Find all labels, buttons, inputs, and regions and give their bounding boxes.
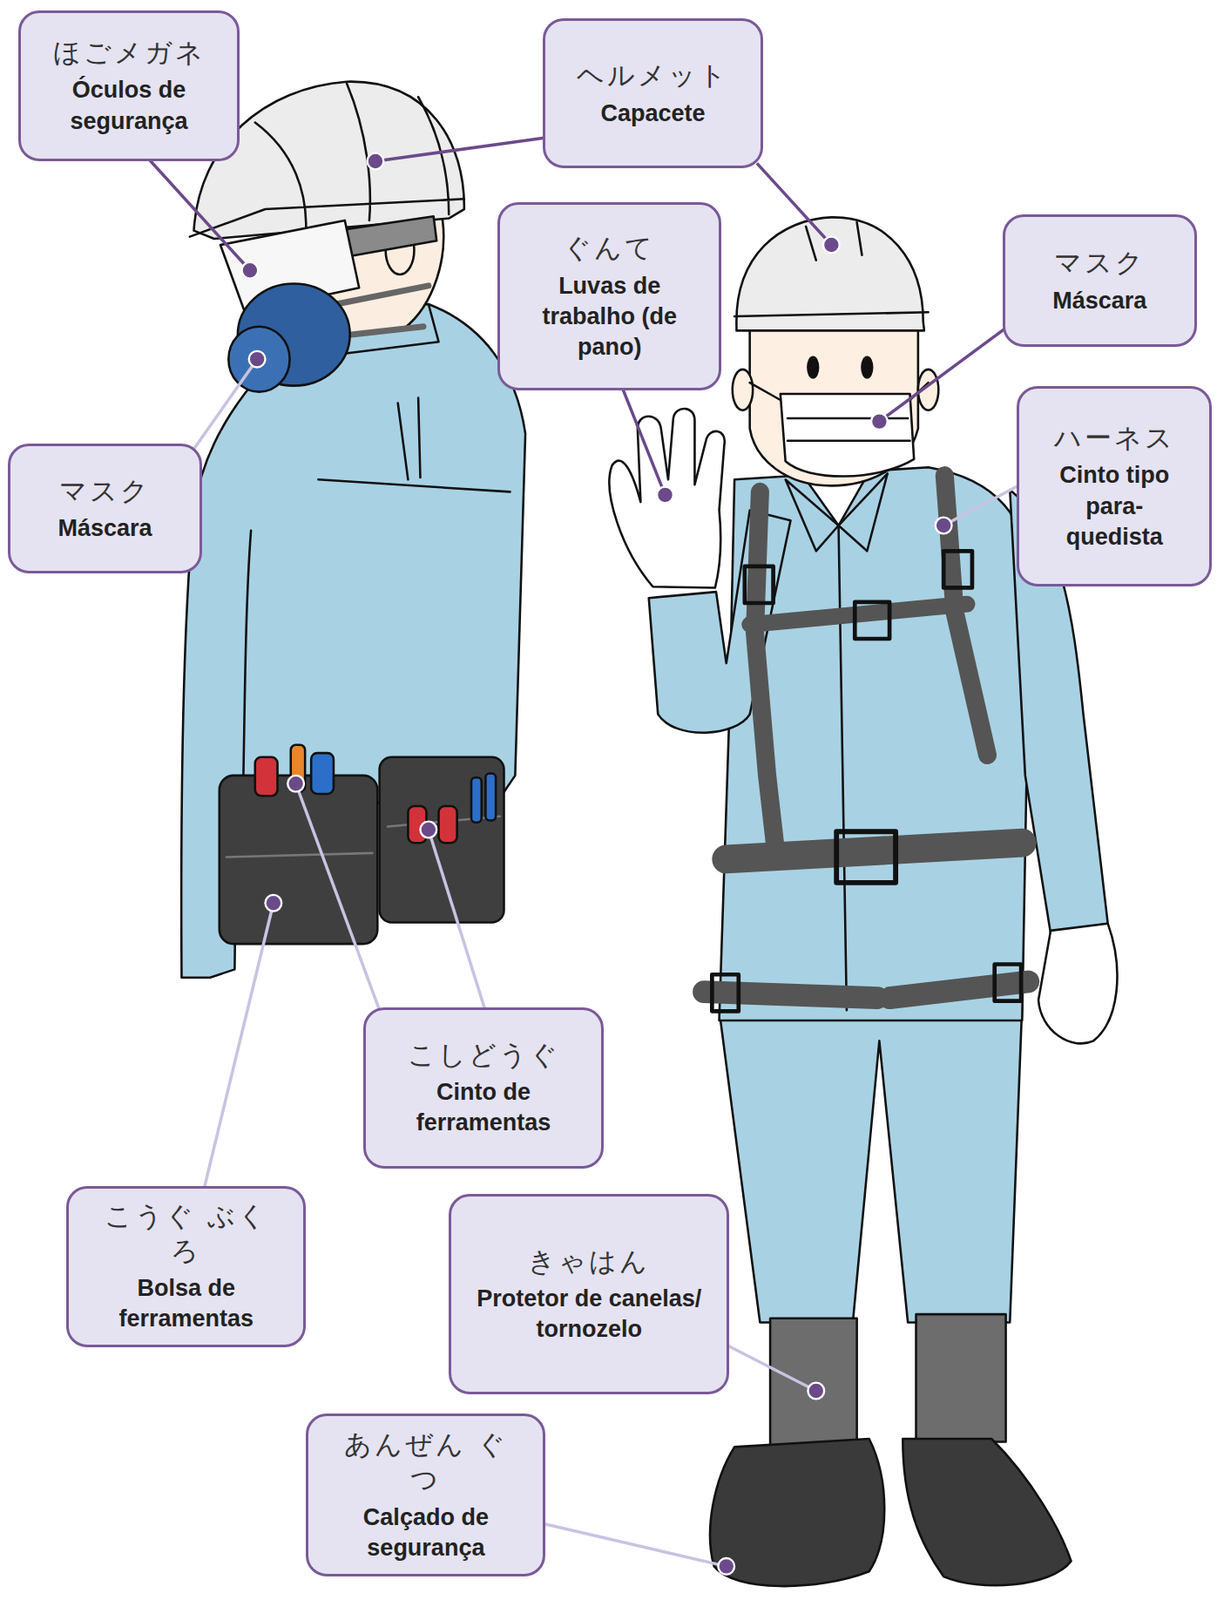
harness xyxy=(726,842,1023,859)
leader-dot xyxy=(656,486,674,504)
portuguese-term: Cinto tipo para-quedista xyxy=(1041,459,1187,552)
japanese-term: マスク xyxy=(1054,244,1146,280)
leader-line xyxy=(943,484,1021,526)
gaiter xyxy=(916,1313,1007,1441)
portuguese-term: Máscara xyxy=(1052,285,1147,317)
portuguese-term: Máscara xyxy=(58,513,153,544)
japanese-term: きゃはん xyxy=(527,1243,650,1278)
leader-lines xyxy=(148,137,1021,1566)
harness xyxy=(703,980,1028,998)
buckle xyxy=(744,566,774,603)
callout-box: ヘルメット Capacete xyxy=(542,18,764,169)
mask-pleat xyxy=(750,382,929,441)
buckle xyxy=(943,550,973,588)
leader-dot xyxy=(287,775,305,792)
japanese-term: あんぜん ぐつ xyxy=(331,1426,521,1497)
gaiter xyxy=(770,1318,858,1446)
shoe xyxy=(902,1438,1071,1585)
left-glove xyxy=(609,408,725,589)
portuguese-term: Óculos de segurança xyxy=(43,74,215,136)
japanese-term: ほごメガネ xyxy=(53,34,206,70)
leader-line xyxy=(622,387,665,495)
leader-line xyxy=(757,162,832,245)
tool-handle xyxy=(255,757,278,796)
japanese-term: こしどうぐ xyxy=(407,1036,561,1072)
shirt-fold xyxy=(243,398,511,806)
portuguese-term: Luvas de trabalho (de pano) xyxy=(522,270,696,363)
buckle xyxy=(854,601,890,639)
callout-box: マスク Máscara xyxy=(1002,214,1197,347)
shirt xyxy=(181,304,526,978)
japanese-term: ハーネス xyxy=(1054,419,1176,455)
harness xyxy=(750,603,967,624)
buckle xyxy=(836,831,896,883)
japanese-term: マスク xyxy=(59,473,151,508)
right-glove xyxy=(1038,923,1117,1044)
leader-line xyxy=(726,1344,817,1391)
leader-line xyxy=(375,137,547,162)
leader-dot xyxy=(419,821,437,839)
shoe xyxy=(709,1438,885,1586)
callout-box: ハーネス Cinto tipo para-quedista xyxy=(1016,385,1212,588)
leader-dot xyxy=(807,1382,825,1400)
tool-handle xyxy=(485,773,496,821)
japanese-term: ヘルメット xyxy=(576,57,730,93)
leader-line xyxy=(878,326,1008,422)
leader-dot xyxy=(367,153,385,170)
eye xyxy=(807,357,819,378)
callout-box: あんぜん ぐつCalçado de segurança xyxy=(305,1413,546,1576)
eye xyxy=(861,357,873,378)
left-worker xyxy=(181,81,526,978)
callout-box: きゃはん Protetor de canelas/ tornozelo xyxy=(448,1193,730,1394)
leader-line xyxy=(148,157,251,271)
helmet-ridge xyxy=(734,222,928,317)
tool-bag xyxy=(219,775,378,944)
leader-dot xyxy=(871,412,888,430)
leader-line xyxy=(428,829,485,1008)
leader-line xyxy=(296,783,380,1010)
portuguese-term: Protetor de canelas/ tornozelo xyxy=(473,1283,704,1345)
portuguese-term: Cinto de ferramentas xyxy=(388,1076,579,1138)
leader-line xyxy=(542,1522,727,1566)
ear xyxy=(732,369,753,411)
japanese-term: ぐんて xyxy=(563,229,656,265)
leader-line xyxy=(194,358,258,449)
respirator-filter xyxy=(228,326,290,393)
buckle xyxy=(994,964,1021,1001)
leader-line xyxy=(203,902,274,1189)
callout-box: ぐんて Luvas de trabalho (de pano) xyxy=(497,202,721,392)
callout-box: こうぐ ぶくろBolsa de ferramentas xyxy=(66,1185,306,1347)
leader-dot xyxy=(717,1557,735,1575)
tool-bag-right xyxy=(379,757,505,923)
buckle xyxy=(711,973,738,1011)
callout-box: マスク Máscara xyxy=(7,443,202,574)
leader-dot xyxy=(935,517,953,535)
zipper xyxy=(838,525,847,1010)
portuguese-term: Calçado de segurança xyxy=(331,1501,521,1563)
face xyxy=(750,326,919,487)
tool-handle xyxy=(311,752,334,794)
portuguese-term: Capacete xyxy=(600,98,705,129)
mask xyxy=(780,393,914,477)
leader-dot xyxy=(242,262,259,279)
leader-dots xyxy=(242,153,953,1575)
tool-handle xyxy=(439,805,458,843)
leader-dot xyxy=(823,236,840,254)
tool-handle xyxy=(471,777,482,823)
callout-box: ほごメガネ Óculos de segurança xyxy=(18,10,240,162)
japanese-term: こうぐ ぶくろ xyxy=(91,1197,281,1269)
pouch-flap xyxy=(226,816,501,858)
callout-box: こしどうぐ Cinto de ferramentas xyxy=(363,1007,604,1169)
leg xyxy=(719,1004,1023,1322)
leader-dot xyxy=(264,894,282,912)
torso xyxy=(719,466,1031,1021)
harness xyxy=(755,475,988,847)
leader-dot xyxy=(249,351,266,368)
portuguese-term: Bolsa de ferramentas xyxy=(91,1272,281,1334)
